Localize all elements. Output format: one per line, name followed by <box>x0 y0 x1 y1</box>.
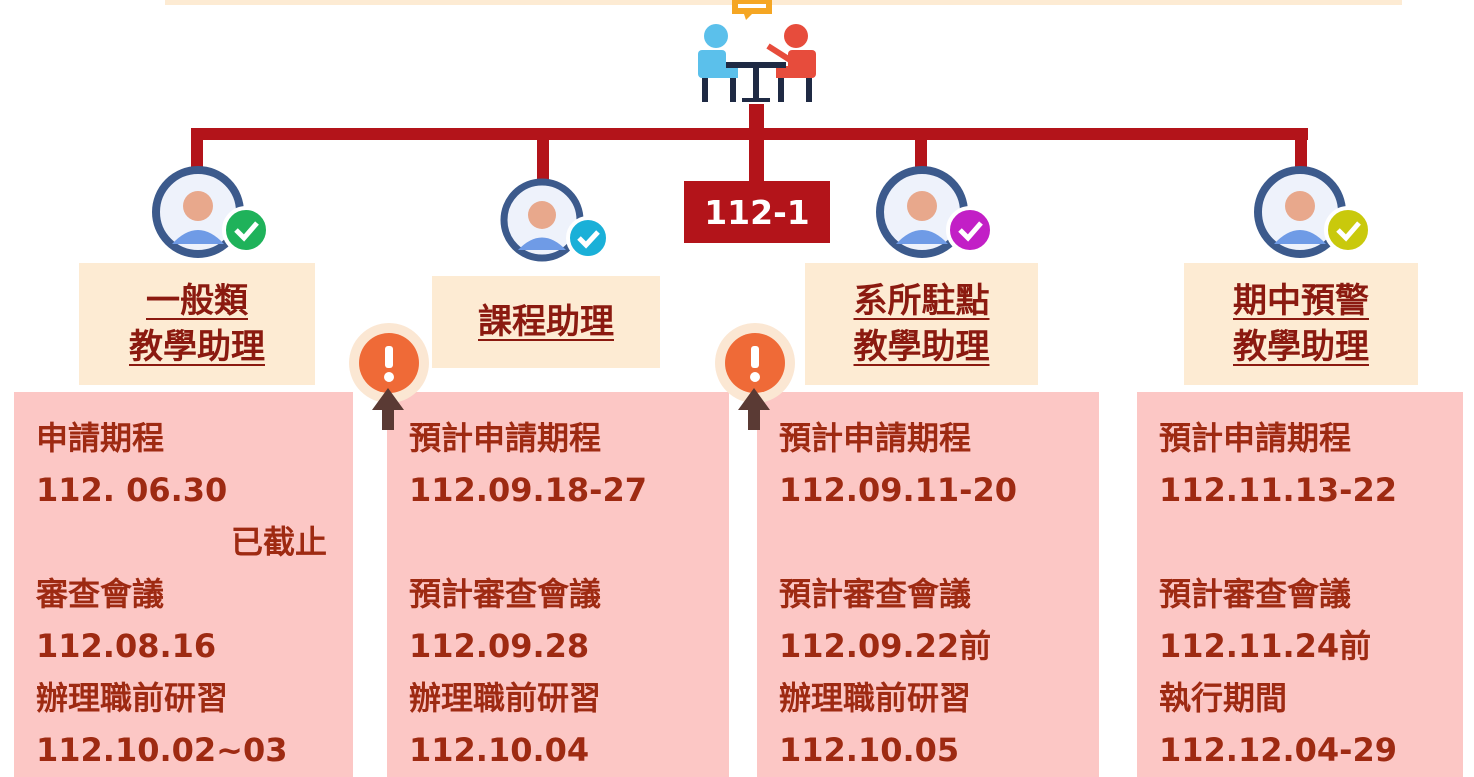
schedule-line: 112.10.05 <box>779 731 960 769</box>
schedule-line <box>779 516 1099 568</box>
connector-drop-4 <box>1295 128 1307 172</box>
connector-trunk <box>749 104 764 184</box>
user-check-icon <box>500 178 610 262</box>
connector-drop-1 <box>191 128 203 172</box>
schedule-line: 112.11.13-22 <box>1159 471 1397 509</box>
title-line: 教學助理 <box>129 327 265 367</box>
schedule-line: 申請期程 <box>36 419 165 457</box>
schedule-panel-department: 預計申請期程 112.09.11-20 預計審查會議 112.09.22前 辦理… <box>757 392 1099 777</box>
connector-drop-3 <box>915 128 927 172</box>
exclamation-icon <box>715 323 795 430</box>
title-line: 課程助理 <box>478 301 614 342</box>
category-title-course[interactable]: 課程助理 <box>432 276 660 368</box>
user-check-icon <box>152 166 270 258</box>
schedule-line: 審查會議 <box>36 575 165 613</box>
title-line: 教學助理 <box>853 327 990 367</box>
meeting-icon <box>698 0 816 102</box>
title-line: 期中預警 <box>1233 280 1369 321</box>
schedule-line: 預計審查會議 <box>779 575 972 613</box>
connector-drop-2 <box>537 128 549 180</box>
schedule-line: 辦理職前研習 <box>36 679 229 717</box>
schedule-line: 112. 06.30 <box>36 471 228 509</box>
schedule-line: 預計審查會議 <box>409 575 602 613</box>
schedule-line: 112.09.28 <box>409 627 590 665</box>
schedule-line: 預計審查會議 <box>1159 575 1352 613</box>
schedule-panel-midterm: 預計申請期程 112.11.13-22 預計審查會議 112.11.24前 執行… <box>1137 392 1463 777</box>
connector-horizontal <box>191 128 1308 140</box>
title-line: 教學助理 <box>1233 327 1369 367</box>
schedule-line <box>1159 516 1463 568</box>
schedule-line: 112.09.18-27 <box>409 471 647 509</box>
category-title-general[interactable]: 一般類 教學助理 <box>79 263 315 385</box>
schedule-line: 預計申請期程 <box>1159 419 1352 457</box>
schedule-line: 112.10.02~03 <box>36 731 288 769</box>
user-check-icon <box>1254 166 1372 258</box>
title-line: 系所駐點 <box>853 280 990 321</box>
schedule-line: 預計申請期程 <box>409 419 602 457</box>
title-line: 一般類 <box>146 280 248 321</box>
category-title-midterm[interactable]: 期中預警 教學助理 <box>1184 263 1418 385</box>
user-check-icon <box>876 166 994 258</box>
schedule-line: 112.12.04-29 <box>1159 731 1397 769</box>
year-badge: 112-1 <box>684 181 830 243</box>
top-banner <box>165 0 1402 5</box>
category-title-department[interactable]: 系所駐點 教學助理 <box>805 263 1038 385</box>
schedule-line: 112.11.24前 <box>1159 627 1372 665</box>
schedule-panel-general: 申請期程 112. 06.30 已截止 審查會議 112.08.16 辦理職前研… <box>14 392 353 777</box>
schedule-line: 112.09.11-20 <box>779 471 1017 509</box>
schedule-line: 112.09.22前 <box>779 627 992 665</box>
schedule-line: 112.08.16 <box>36 627 217 665</box>
schedule-line <box>409 516 729 568</box>
schedule-line: 執行期間 <box>1159 679 1288 717</box>
schedule-line: 112.10.04 <box>409 731 590 769</box>
exclamation-icon <box>349 323 429 430</box>
schedule-line: 辦理職前研習 <box>409 679 602 717</box>
schedule-line: 已截止 <box>230 523 327 561</box>
schedule-line: 預計申請期程 <box>779 419 972 457</box>
schedule-line: 辦理職前研習 <box>779 679 972 717</box>
schedule-panel-course: 預計申請期程 112.09.18-27 預計審查會議 112.09.28 辦理職… <box>387 392 729 777</box>
